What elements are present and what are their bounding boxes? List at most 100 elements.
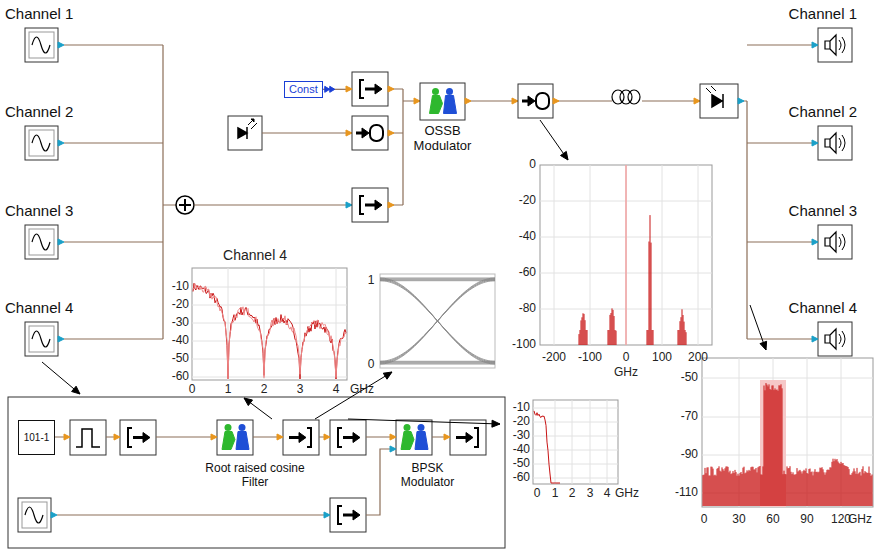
source-frame (29, 130, 54, 156)
port-arrow (58, 239, 64, 245)
block-label: Channel 3 (765, 202, 857, 219)
arrow-glyph (343, 514, 354, 517)
axis-tick-label: -50 (172, 352, 189, 365)
node-text: Root raised cosine Filter (205, 462, 305, 490)
axis-tick-label: GHz (615, 487, 639, 500)
laser-glyph (251, 119, 254, 122)
node-text: Channel 2 (5, 103, 105, 120)
axis-tick-label: 90 (800, 513, 813, 526)
spectrum-plot (533, 400, 618, 484)
bracket-glyph (474, 428, 478, 447)
port-arrow (390, 446, 396, 452)
leader-head (760, 341, 767, 350)
arrow-glyph (343, 436, 354, 439)
wire (194, 204, 352, 205)
axis-tick-label: -100 (512, 338, 536, 351)
port-arrow (58, 336, 64, 342)
modulator-glyph (401, 432, 414, 450)
port-arrow (58, 42, 64, 48)
node-text: OSSB Modulator (405, 124, 480, 154)
axis-tick-label: 0 (529, 158, 536, 171)
leader-head (561, 151, 569, 160)
block-label: Channel 2 (5, 103, 105, 120)
port-arrow (465, 98, 471, 104)
photodiode-block (700, 84, 738, 118)
wire (64, 44, 163, 45)
leader-line (244, 398, 272, 419)
modulator-glyph (225, 424, 232, 431)
wire (747, 338, 818, 339)
spectrum-trace (534, 411, 560, 483)
receiver-block (818, 28, 852, 62)
wire (465, 100, 518, 101)
arrow-glyph (375, 84, 382, 94)
pulse-glyph (76, 429, 100, 447)
axis-tick-label: 60 (766, 513, 779, 526)
port-arrow (388, 86, 394, 92)
plot-grid (192, 268, 347, 380)
converter-block (330, 498, 366, 532)
axis-tick-label: -60 (519, 266, 536, 279)
sine-glyph (32, 135, 50, 151)
source-block (25, 225, 58, 259)
filter-glyph (536, 93, 549, 109)
wire (163, 45, 176, 339)
receiver-block (818, 225, 852, 259)
modulator-glyph (446, 88, 453, 95)
node-text: 101-1 (24, 432, 50, 444)
wire (642, 100, 700, 101)
sine-glyph (32, 331, 50, 347)
port-arrow (553, 98, 559, 104)
leader-line (750, 305, 766, 350)
port-arrow (346, 86, 352, 92)
spectrum-noise (703, 383, 872, 506)
source-frame (29, 229, 54, 255)
source-frame (29, 32, 54, 58)
sine-glyph (32, 234, 50, 250)
optical-spectrum-plot (540, 165, 712, 345)
converter-block (352, 72, 388, 106)
leader-head (383, 372, 392, 379)
block-label: Channel 2 (765, 103, 857, 120)
labelled-box: 101-1 (18, 420, 55, 455)
axis-tick-label: -40 (513, 443, 530, 456)
node-text: Channel 4 (765, 299, 857, 316)
wire (747, 142, 818, 143)
leader-line (348, 419, 500, 424)
port-arrow (812, 239, 818, 245)
source-frame (29, 326, 54, 352)
node-text: Channel 2 (765, 103, 857, 120)
receiver-block (818, 126, 852, 160)
axis-tick-label: -80 (519, 302, 536, 315)
arrow-glyph (133, 436, 144, 439)
plot-title: Channel 4 (223, 248, 287, 263)
axis-tick-label: -70 (681, 410, 698, 423)
spectrum-plot (192, 268, 347, 380)
eye-trace (380, 281, 495, 362)
node-text: Channel 3 (5, 202, 105, 219)
eye-trace (380, 280, 495, 362)
source-block (25, 28, 58, 62)
node-text: Channel 3 (765, 202, 857, 219)
arrow-glyph (528, 96, 535, 106)
wire (738, 101, 747, 339)
node-text: BPSK Modulator (390, 462, 465, 490)
port-arrow (324, 512, 330, 518)
plot-grid (540, 165, 712, 345)
receiver-block (818, 322, 852, 356)
source-block (25, 322, 58, 356)
summer-symbol (176, 196, 194, 214)
spectrum-peak (647, 215, 653, 345)
bracket-glyph (307, 428, 311, 447)
spectrum-peak (678, 309, 686, 345)
speaker-glyph (839, 331, 845, 347)
eye-trace (380, 281, 495, 362)
modulator-glyph (404, 424, 411, 431)
arrow-glyph (289, 436, 300, 439)
axis-tick-label: 0 (189, 383, 196, 396)
modulator-glyph (418, 424, 425, 431)
converter-block (450, 420, 486, 455)
axis-tick-label: 2 (569, 487, 576, 500)
spectrum-trace (193, 283, 346, 379)
axis-tick-label: -50 (513, 457, 530, 470)
